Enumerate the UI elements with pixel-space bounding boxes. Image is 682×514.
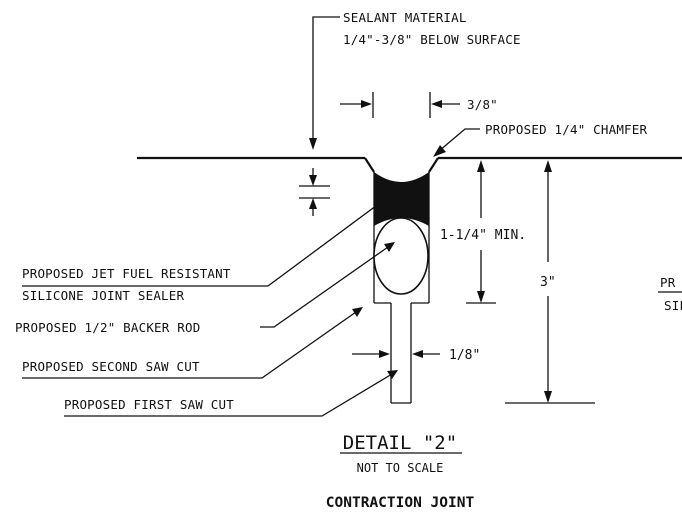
first-cut-leader-arrow: [387, 370, 398, 379]
joint-name: CONTRACTION JOINT: [326, 495, 475, 511]
depth-dim-label: 1-1/4" MIN.: [440, 228, 526, 243]
chamfer-left: [364, 157, 375, 173]
total-dim-arrow-bottom: [544, 391, 552, 403]
width-dim-label: 3/8": [467, 97, 498, 112]
depth-dim-arrow-top: [477, 160, 485, 172]
jet-fuel-leader-arrow: [388, 189, 399, 199]
width-dim-arrow-left: [361, 100, 372, 108]
cropped-label-line1: PR: [660, 275, 676, 290]
cropped-label-line2: SIL: [664, 298, 682, 313]
chamfer-label: PROPOSED 1/4" CHAMFER: [485, 122, 648, 137]
backer-rod: [373, 217, 429, 295]
first-cut-label: PROPOSED FIRST SAW CUT: [64, 397, 234, 412]
depth-dim-arrow-bottom: [477, 291, 485, 303]
sealant-leader: [312, 16, 340, 140]
chamfer-leader-arrow: [433, 145, 446, 157]
backer-rod-leader: [260, 246, 389, 328]
width-dim-arrow-right: [431, 100, 442, 108]
sealant-label-line1: SEALANT MATERIAL: [343, 10, 467, 25]
jet-fuel-leader: [22, 193, 393, 287]
total-dim-label: 3": [540, 275, 556, 290]
cut-width-label: 1/8": [449, 348, 480, 363]
recess-arrow-top: [309, 175, 317, 186]
sealant-label-line2: 1/4"-3/8" BELOW SURFACE: [343, 32, 521, 47]
sealant-fill: [374, 172, 429, 226]
detail-title: DETAIL "2": [343, 432, 457, 454]
cut-width-arrow-right: [412, 350, 423, 358]
scale-note: NOT TO SCALE: [357, 461, 444, 475]
sealant-leader-arrow: [309, 138, 317, 150]
first-cut-leader: [64, 373, 393, 417]
backer-rod-label: PROPOSED 1/2" BACKER ROD: [15, 320, 200, 335]
chamfer-right: [428, 157, 439, 173]
recess-arrow-bottom: [309, 198, 317, 209]
chamfer-leader: [438, 128, 480, 152]
jet-fuel-label-line2: SILICONE JOINT SEALER: [22, 288, 185, 303]
cut-width-arrow-left: [379, 350, 390, 358]
second-cut-leader: [22, 311, 357, 379]
total-dim-arrow-top: [544, 160, 552, 172]
backer-rod-leader-arrow: [384, 242, 395, 252]
second-cut-leader-arrow: [352, 307, 363, 317]
jet-fuel-label-line1: PROPOSED JET FUEL RESISTANT: [22, 266, 231, 281]
second-cut-label: PROPOSED SECOND SAW CUT: [22, 359, 200, 374]
